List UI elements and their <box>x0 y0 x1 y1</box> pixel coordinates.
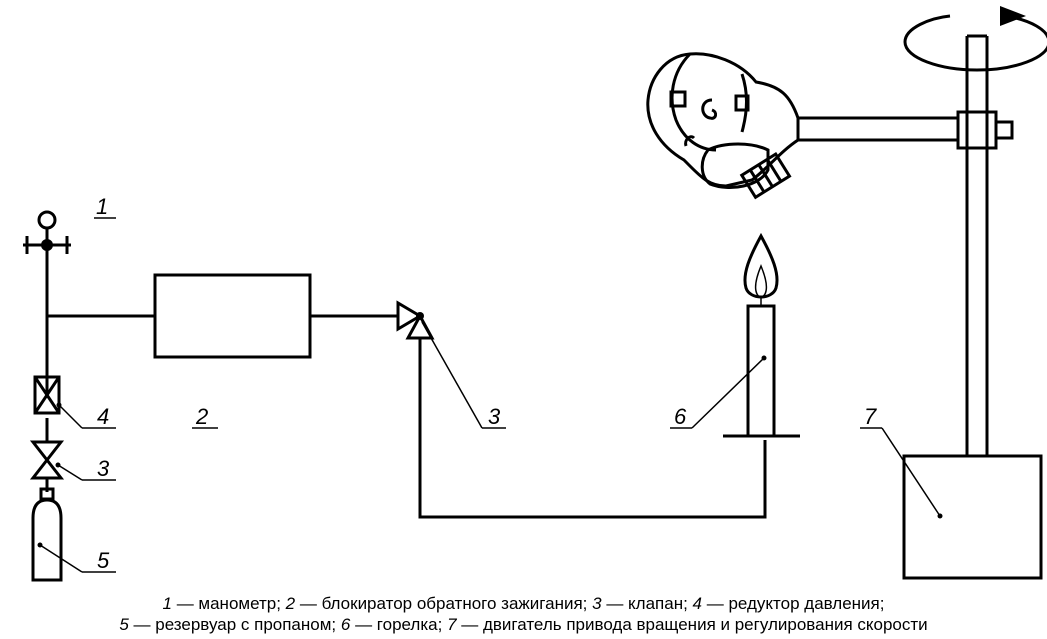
left-valve-symbol <box>29 440 65 480</box>
label-tank: 5 <box>97 548 110 573</box>
label-motor: 7 <box>864 404 877 429</box>
leader-lines <box>39 217 941 573</box>
caption-text: — двигатель привода вращения и регулиров… <box>456 615 928 634</box>
caption-num: 7 <box>447 615 457 634</box>
rotation-arrow-icon <box>903 6 1047 72</box>
center-valve-symbol <box>396 300 435 340</box>
caption-num: 4 <box>692 594 703 613</box>
label-arrestor: 2 <box>195 404 208 429</box>
rotating-shaft <box>965 34 989 456</box>
caption-text: — резервуар с пропаном; <box>128 615 341 634</box>
caption-line-1: 1 — манометр; 2 — блокиратор обратного з… <box>0 594 1047 614</box>
caption-num: 5 <box>119 615 129 634</box>
caption-num: 6 <box>340 615 351 634</box>
caption-num: 3 <box>592 594 602 613</box>
flashback-arrestor-box <box>153 273 312 359</box>
valve-to-burner-pipe <box>418 338 767 519</box>
caption-text: — редуктор давления; <box>702 594 885 613</box>
pressure-reducer-symbol <box>33 375 61 415</box>
label-reducer: 4 <box>97 404 109 429</box>
label-manometer: 1 <box>96 194 108 219</box>
burner-symbol <box>723 232 800 438</box>
caption-text: — блокиратор обратного зажигания; <box>295 594 593 613</box>
label-burner: 6 <box>674 404 687 429</box>
label-center-valve: 3 <box>488 404 501 429</box>
caption-text: — манометр; <box>171 594 286 613</box>
caption-text: — клапан; <box>601 594 693 613</box>
caption-line-2: 5 — резервуар с пропаном; 6 — горелка; 7… <box>0 615 1047 635</box>
caption-text: — горелка; <box>350 615 448 634</box>
head-form-icon <box>646 52 800 200</box>
caption-num: 2 <box>285 594 296 613</box>
leader-dots <box>37 355 943 548</box>
motor-box <box>902 454 1043 580</box>
clamp-and-arm <box>798 110 1014 150</box>
caption-num: 1 <box>162 594 172 613</box>
manometer-symbol <box>23 210 71 254</box>
gas-supply-line <box>45 232 155 492</box>
propane-tank-symbol <box>31 487 63 582</box>
label-left-valve: 3 <box>97 456 110 481</box>
